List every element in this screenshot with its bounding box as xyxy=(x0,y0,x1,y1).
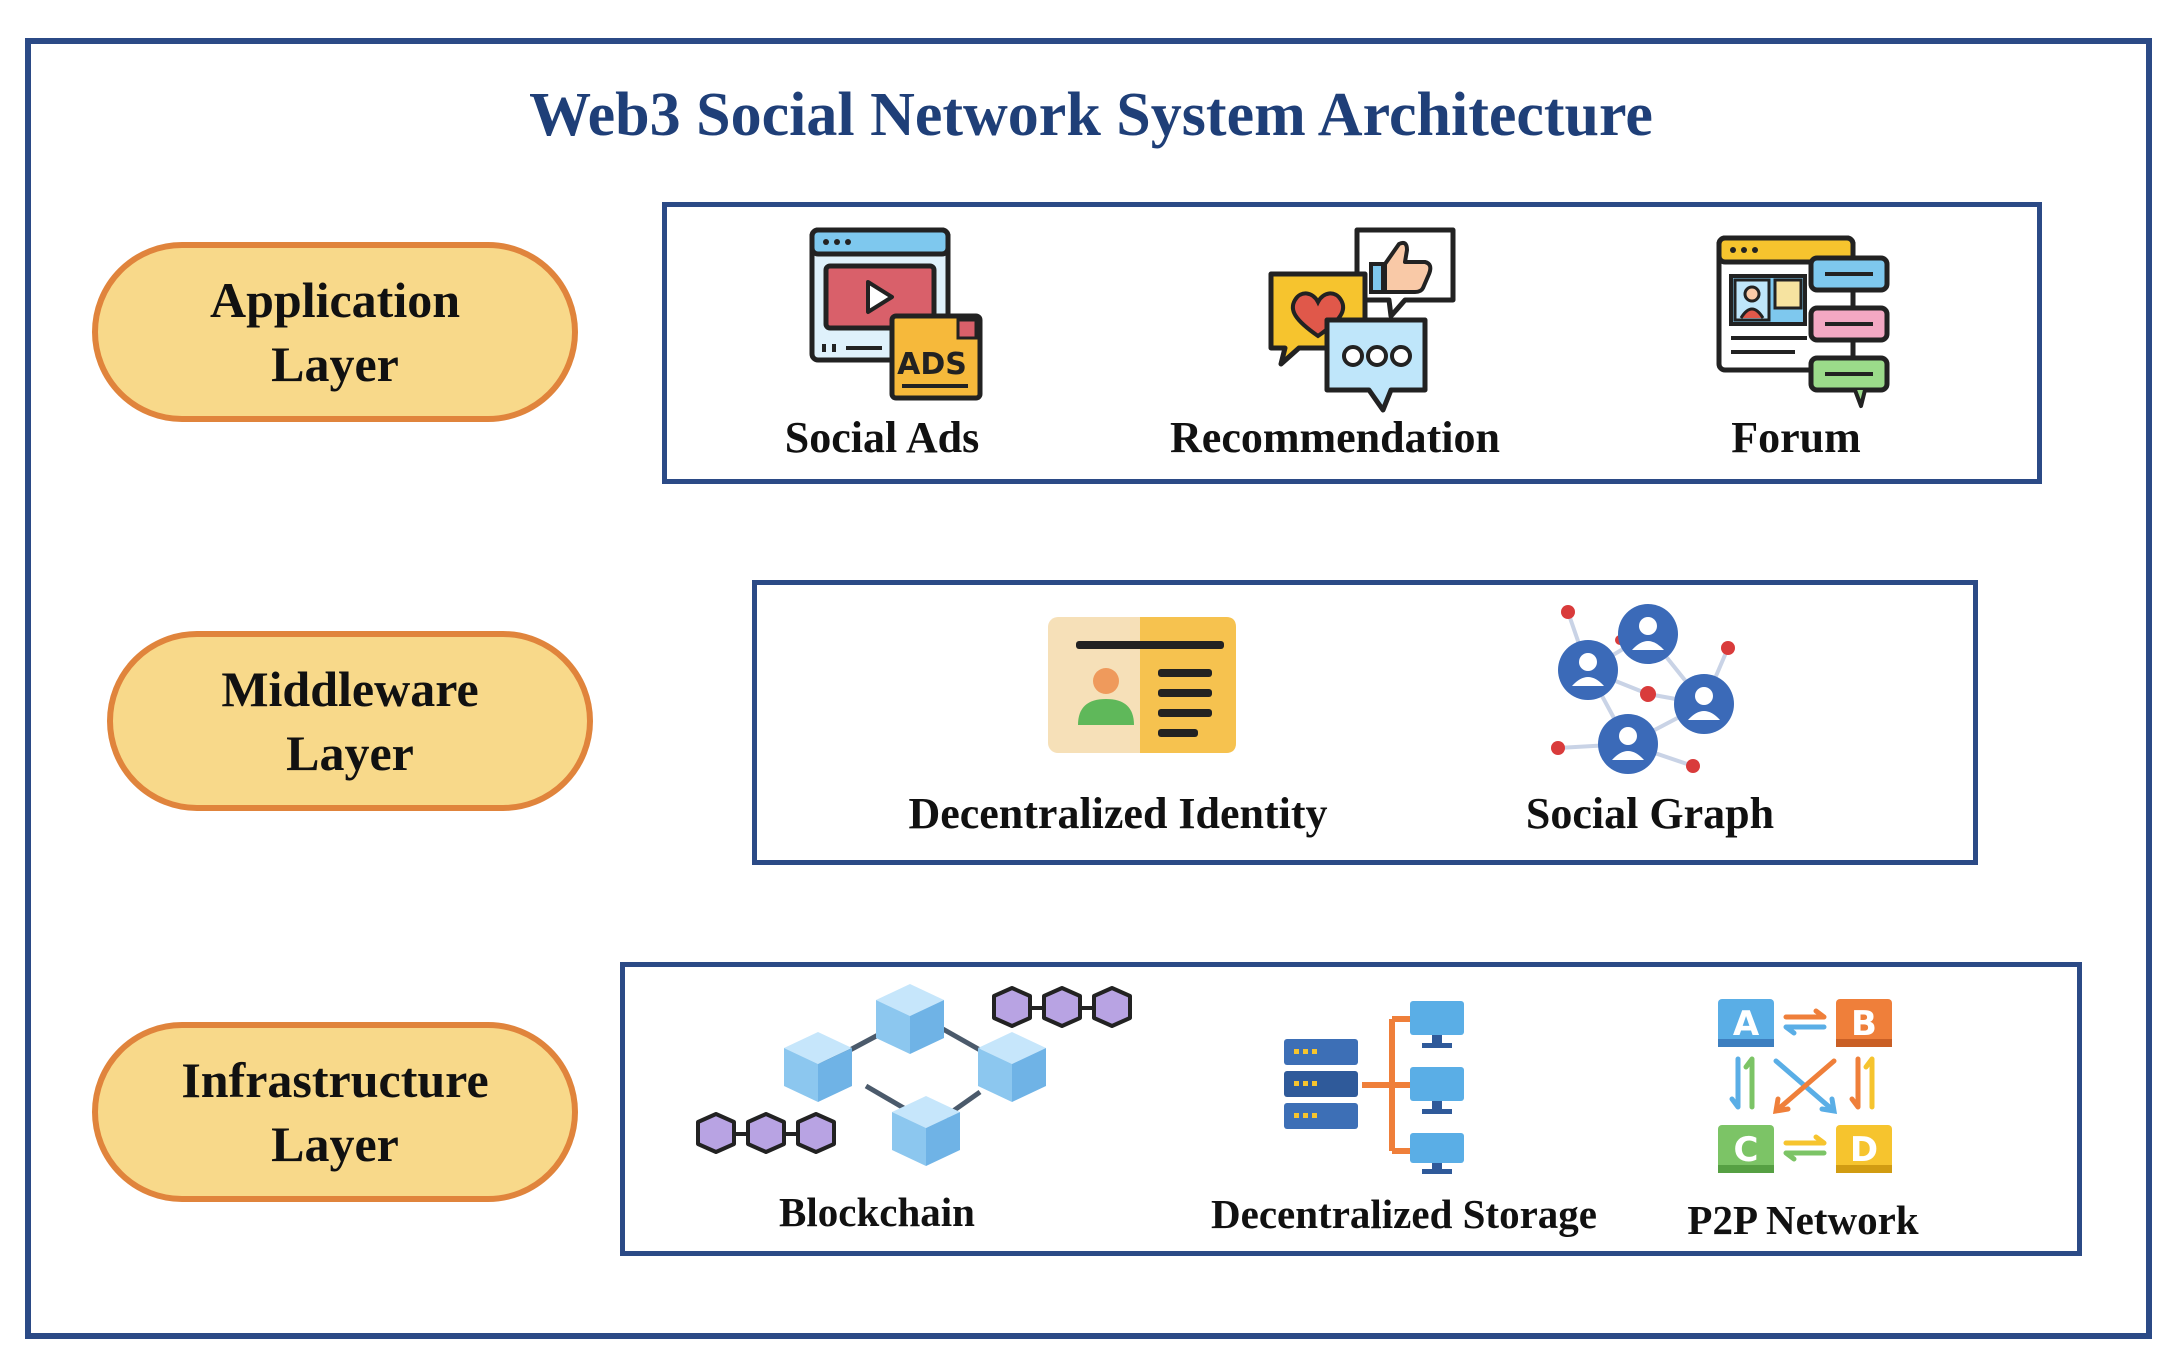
middleware-layer-pill: Middleware Layer xyxy=(107,631,593,811)
node-a-text: A xyxy=(1733,1004,1760,1044)
middleware-layer-line2: Layer xyxy=(286,725,414,781)
ads-icon-text: ADS xyxy=(897,347,967,382)
social-ads-label: Social Ads xyxy=(784,413,980,462)
middleware-layer-box xyxy=(752,580,1978,865)
social-graph-icon xyxy=(1551,604,1735,774)
social-graph-label: Social Graph xyxy=(1525,789,1775,838)
forum-window-icon xyxy=(1716,235,1890,408)
p2p-network-icon: A B C D xyxy=(1718,999,1892,1173)
infrastructure-layer-line2: Layer xyxy=(271,1116,399,1172)
middleware-layer-line1: Middleware xyxy=(221,661,479,717)
infrastructure-layer-pill: Infrastructure Layer xyxy=(92,1022,578,1202)
decentralized-identity-label: Decentralized Identity xyxy=(908,789,1328,838)
video-ads-icon: ADS xyxy=(809,227,983,401)
infrastructure-layer-line1: Infrastructure xyxy=(181,1052,489,1108)
blockchain-label: Blockchain xyxy=(779,1189,975,1235)
decentralized-storage-label: Decentralized Storage xyxy=(1211,1191,1597,1237)
node-c-text: C xyxy=(1734,1130,1759,1170)
application-layer-line2: Layer xyxy=(271,336,399,392)
node-d-text: D xyxy=(1850,1130,1878,1170)
forum-label: Forum xyxy=(1731,413,1861,462)
node-b-text: B xyxy=(1851,1004,1877,1044)
blockchain-cubes-icon xyxy=(696,984,1132,1166)
p2p-network-label: P2P Network xyxy=(1687,1197,1919,1243)
server-storage-icon xyxy=(1284,1001,1464,1174)
id-card-icon xyxy=(1048,617,1236,753)
diagram-title: Web3 Social Network System Architecture xyxy=(529,81,1653,149)
recommendation-label: Recommendation xyxy=(1170,413,1500,462)
application-layer-line1: Application xyxy=(209,272,461,328)
chat-bubbles-icon xyxy=(1268,227,1456,413)
application-layer-pill: Application Layer xyxy=(92,242,578,422)
